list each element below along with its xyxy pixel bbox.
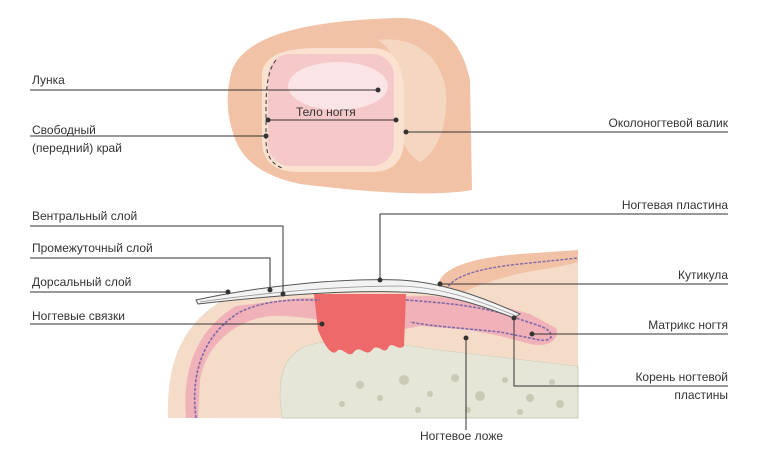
label-free-edge-2: (передний) край: [32, 141, 122, 155]
dot-ventral: [281, 292, 286, 297]
label-free-edge-1: Свободный: [32, 123, 96, 137]
label-nail-fold: Околоногтевой валик: [609, 116, 728, 130]
dot-root: [512, 316, 517, 321]
dot-nail-body-left: [266, 118, 271, 123]
dot-nail-fold: [404, 130, 409, 135]
label-ventral-layer: Вентральный слой: [32, 209, 137, 223]
label-nail-ligaments: Ногтевые связки: [32, 309, 125, 323]
label-nail-bed: Ногтевое ложе: [420, 429, 503, 443]
dot-free-edge: [264, 134, 269, 139]
label-nail-root-1: Корень ногтевой: [635, 370, 728, 384]
dot-nail-plate: [378, 278, 383, 283]
label-dorsal-layer: Дорсальный слой: [32, 275, 131, 289]
lunula-shape: [288, 62, 388, 110]
dot-lunula: [376, 88, 381, 93]
label-nail-plate: Ногтевая пластина: [622, 198, 728, 212]
dot-nail-bed: [464, 336, 469, 341]
dot-intermediate: [268, 288, 273, 293]
label-nail-matrix: Матрикс ногтя: [648, 318, 728, 332]
dot-matrix: [530, 332, 535, 337]
label-cuticle: Кутикула: [678, 268, 728, 282]
label-nail-root-2: пластины: [674, 388, 728, 402]
dot-cuticle: [438, 282, 443, 287]
label-nail-body: Тело ногтя: [296, 105, 356, 119]
finger-cross-section: [168, 250, 578, 418]
label-lunula: Лунка: [32, 73, 65, 87]
dot-nail-body-right: [394, 118, 399, 123]
dot-dorsal: [226, 290, 231, 295]
dot-ligaments: [320, 322, 325, 327]
label-intermediate-layer: Промежуточный слой: [32, 241, 153, 255]
